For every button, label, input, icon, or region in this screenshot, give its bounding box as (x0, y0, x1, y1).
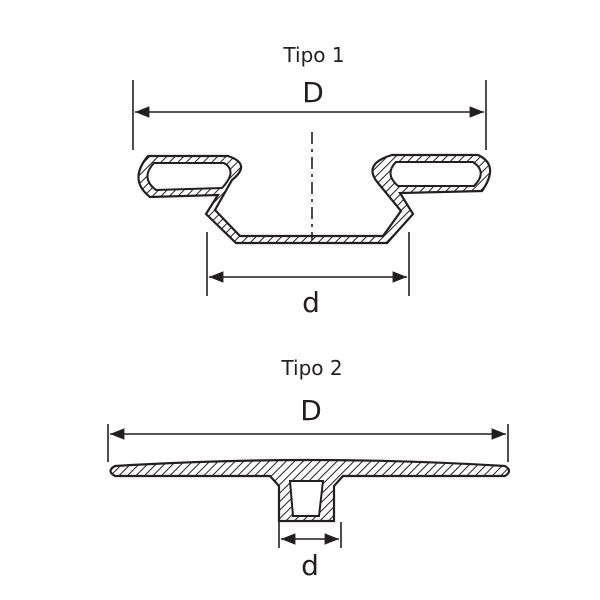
tipo1-d-label: d (302, 286, 320, 319)
tipo2-title: Tipo 2 (280, 356, 342, 380)
tipo1-group: Tipo 1 D d (132, 43, 492, 319)
tipo2-d-label: d (301, 549, 319, 582)
tipo2-stem-hollow (288, 480, 325, 517)
tipo2-D-label: D (300, 394, 322, 427)
tipo2-group: Tipo 2 D d (107, 356, 511, 582)
tipo1-D-label: D (302, 76, 324, 109)
tipo1-left-hollow (146, 162, 232, 192)
tipo1-title: Tipo 1 (282, 43, 344, 67)
tipo1-right-hollow (389, 161, 482, 187)
